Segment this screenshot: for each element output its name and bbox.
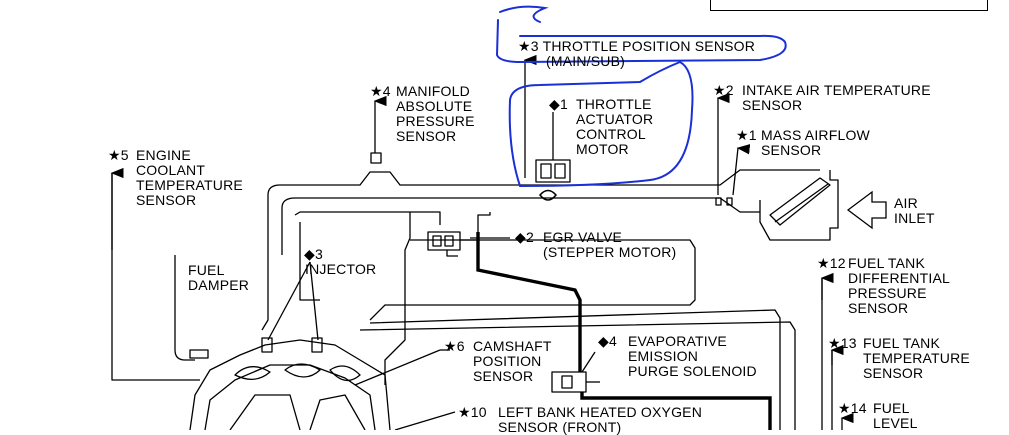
fuel-damper-label: FUEL DAMPER bbox=[188, 262, 250, 293]
ftt-marker: ★13 bbox=[828, 335, 857, 351]
evap-marker: ◆4 bbox=[598, 333, 617, 349]
intake-tube-lower bbox=[281, 197, 760, 255]
iat-label: INTAKE AIR TEMPERATURE SENSOR bbox=[742, 82, 931, 113]
air-cleaner bbox=[759, 170, 839, 241]
ftt-label: FUEL TANK TEMPERATURE SENSOR bbox=[863, 335, 970, 381]
engine-block bbox=[189, 339, 391, 430]
purge-solenoid bbox=[551, 371, 587, 393]
map-label: MANIFOLD ABSOLUTE PRESSURE SENSOR bbox=[396, 83, 475, 144]
legend-box-edge bbox=[710, 0, 988, 11]
injector-marker: ◆3 bbox=[304, 246, 323, 262]
ftdp-label: FUEL TANK DIFFERENTIAL PRESSURE SENSOR bbox=[848, 255, 950, 316]
hand-annotation bbox=[495, 5, 787, 188]
iat-marker: ★2 bbox=[713, 82, 734, 98]
egr-valve-block bbox=[427, 231, 461, 251]
maf-arrow bbox=[732, 144, 751, 196]
tac-marker: ◆1 bbox=[549, 96, 568, 112]
tac-label: THROTTLE ACTUATOR CONTROL MOTOR bbox=[576, 96, 654, 157]
lbho2-label: LEFT BANK HEATED OXYGEN SENSOR (FRONT) bbox=[498, 404, 703, 435]
ftdp-marker: ★12 bbox=[817, 255, 846, 271]
maf-label: MASS AIRFLOW SENSOR bbox=[761, 127, 870, 158]
fuel-level-label: FUEL LEVEL bbox=[873, 400, 918, 431]
egr-marker: ◆2 bbox=[515, 229, 534, 245]
ect-marker: ★5 bbox=[108, 147, 129, 163]
egr-label: EGR VALVE (STEPPER MOTOR) bbox=[543, 229, 677, 260]
map-marker: ★4 bbox=[370, 83, 391, 99]
cmp-label: CAMSHAFT POSITION SENSOR bbox=[473, 338, 552, 384]
evap-label: EVAPORATIVE EMISSION PURGE SOLENOID bbox=[628, 333, 757, 379]
tps-label: ★3 THROTTLE POSITION SENSOR bbox=[518, 38, 756, 54]
air-inlet-label: AIR INLET bbox=[894, 195, 935, 226]
injector-label: INJECTOR bbox=[305, 261, 377, 277]
fuel-level-marker: ★14 bbox=[838, 400, 867, 416]
intake-tube-upper bbox=[267, 169, 820, 250]
cmp-marker: ★6 bbox=[444, 338, 465, 354]
ect-label: ENGINE COOLANT TEMPERATURE SENSOR bbox=[136, 147, 243, 208]
air-inlet-arrow bbox=[846, 190, 887, 230]
lbho2-marker: ★10 bbox=[458, 404, 487, 420]
maf-marker: ★1 bbox=[736, 127, 757, 143]
tps-sub-label: (MAIN/SUB) bbox=[546, 53, 625, 69]
